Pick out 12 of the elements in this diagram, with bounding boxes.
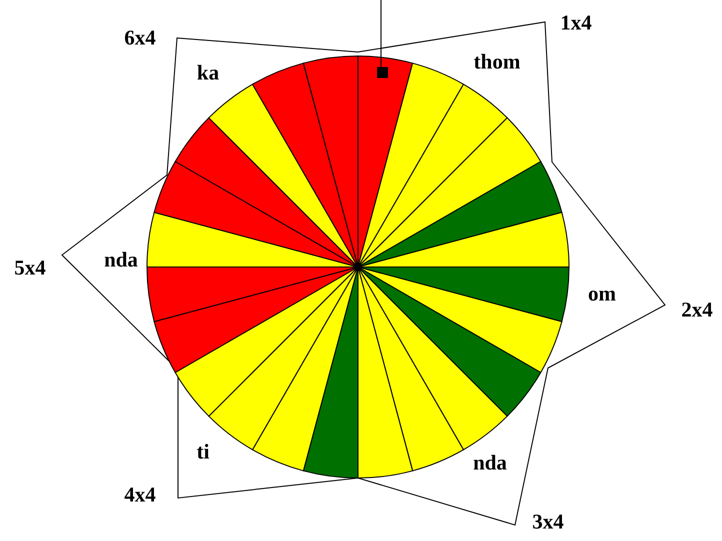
count-label: 4x4 bbox=[124, 484, 156, 506]
syllable-label: nda bbox=[104, 250, 138, 270]
count-label: 3x4 bbox=[532, 512, 564, 532]
syllable-label: ti bbox=[196, 442, 210, 462]
syllable-label: nda bbox=[473, 452, 507, 474]
syllable-label: om bbox=[588, 284, 616, 304]
count-label: 2x4 bbox=[681, 300, 713, 320]
count-label: 5x4 bbox=[14, 258, 46, 278]
syllable-label: thom bbox=[474, 52, 520, 72]
count-label: 1x4 bbox=[560, 12, 592, 34]
syllable-label: ka bbox=[196, 62, 220, 84]
count-label: 6x4 bbox=[124, 28, 156, 48]
